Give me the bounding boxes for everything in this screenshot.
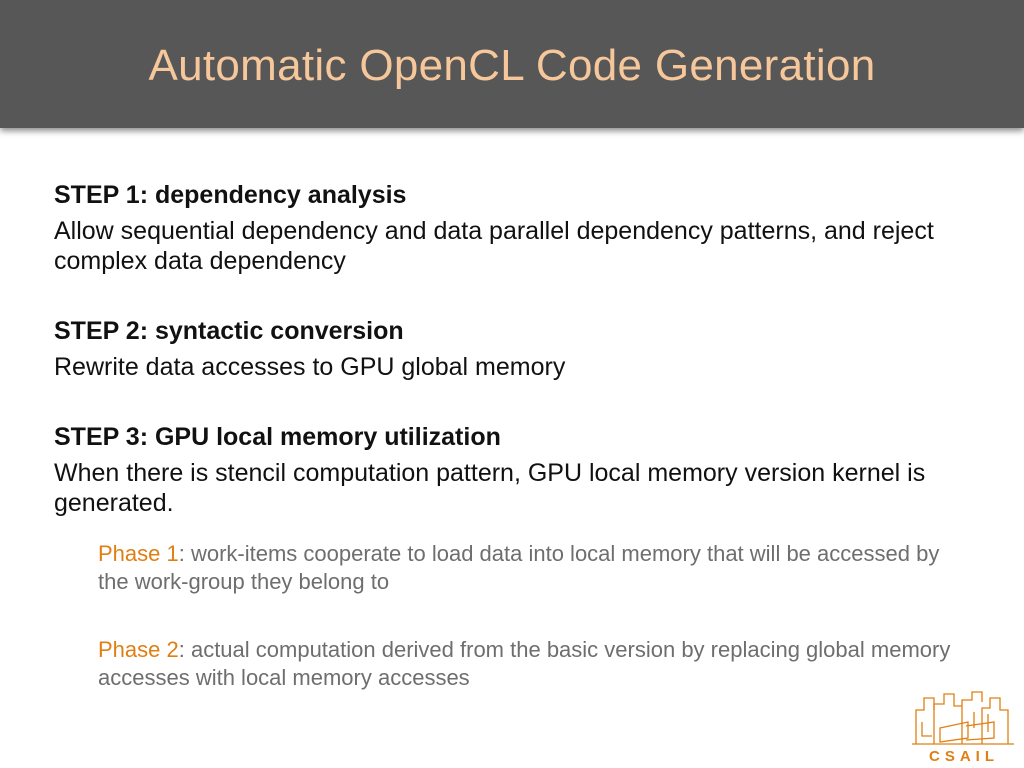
phase-2: Phase 2: actual computation derived from… bbox=[98, 636, 958, 692]
phase-1-label: Phase 1 bbox=[98, 541, 179, 566]
step-3-heading: STEP 3: GPU local memory utilization bbox=[54, 423, 501, 451]
step-3: STEP 3: GPU local memory utilization Whe… bbox=[54, 420, 984, 518]
csail-building-logo-icon bbox=[912, 691, 1014, 745]
step-1-heading: STEP 1: dependency analysis bbox=[54, 181, 407, 209]
step-1-body: Allow sequential dependency and data par… bbox=[54, 217, 934, 275]
step-2-heading: STEP 2: syntactic conversion bbox=[54, 317, 404, 345]
step-1: STEP 1: dependency analysis Allow sequen… bbox=[54, 178, 984, 276]
step-2: STEP 2: syntactic conversion Rewrite dat… bbox=[54, 314, 984, 382]
csail-logo-text: CSAIL bbox=[929, 748, 999, 765]
step-3-body: When there is stencil computation patter… bbox=[54, 459, 926, 517]
csail-logo: CSAIL bbox=[910, 688, 1018, 766]
phase-1: Phase 1: work-items cooperate to load da… bbox=[98, 540, 958, 596]
phase-2-label: Phase 2 bbox=[98, 637, 179, 662]
slide-title: Automatic OpenCL Code Generation bbox=[148, 41, 876, 90]
step-2-body: Rewrite data accesses to GPU global memo… bbox=[54, 353, 566, 381]
title-bar: Automatic OpenCL Code Generation bbox=[0, 0, 1024, 128]
phase-2-text: : actual computation derived from the ba… bbox=[98, 637, 951, 690]
phase-1-text: : work-items cooperate to load data into… bbox=[98, 541, 940, 594]
slide-content: STEP 1: dependency analysis Allow sequen… bbox=[54, 178, 984, 692]
